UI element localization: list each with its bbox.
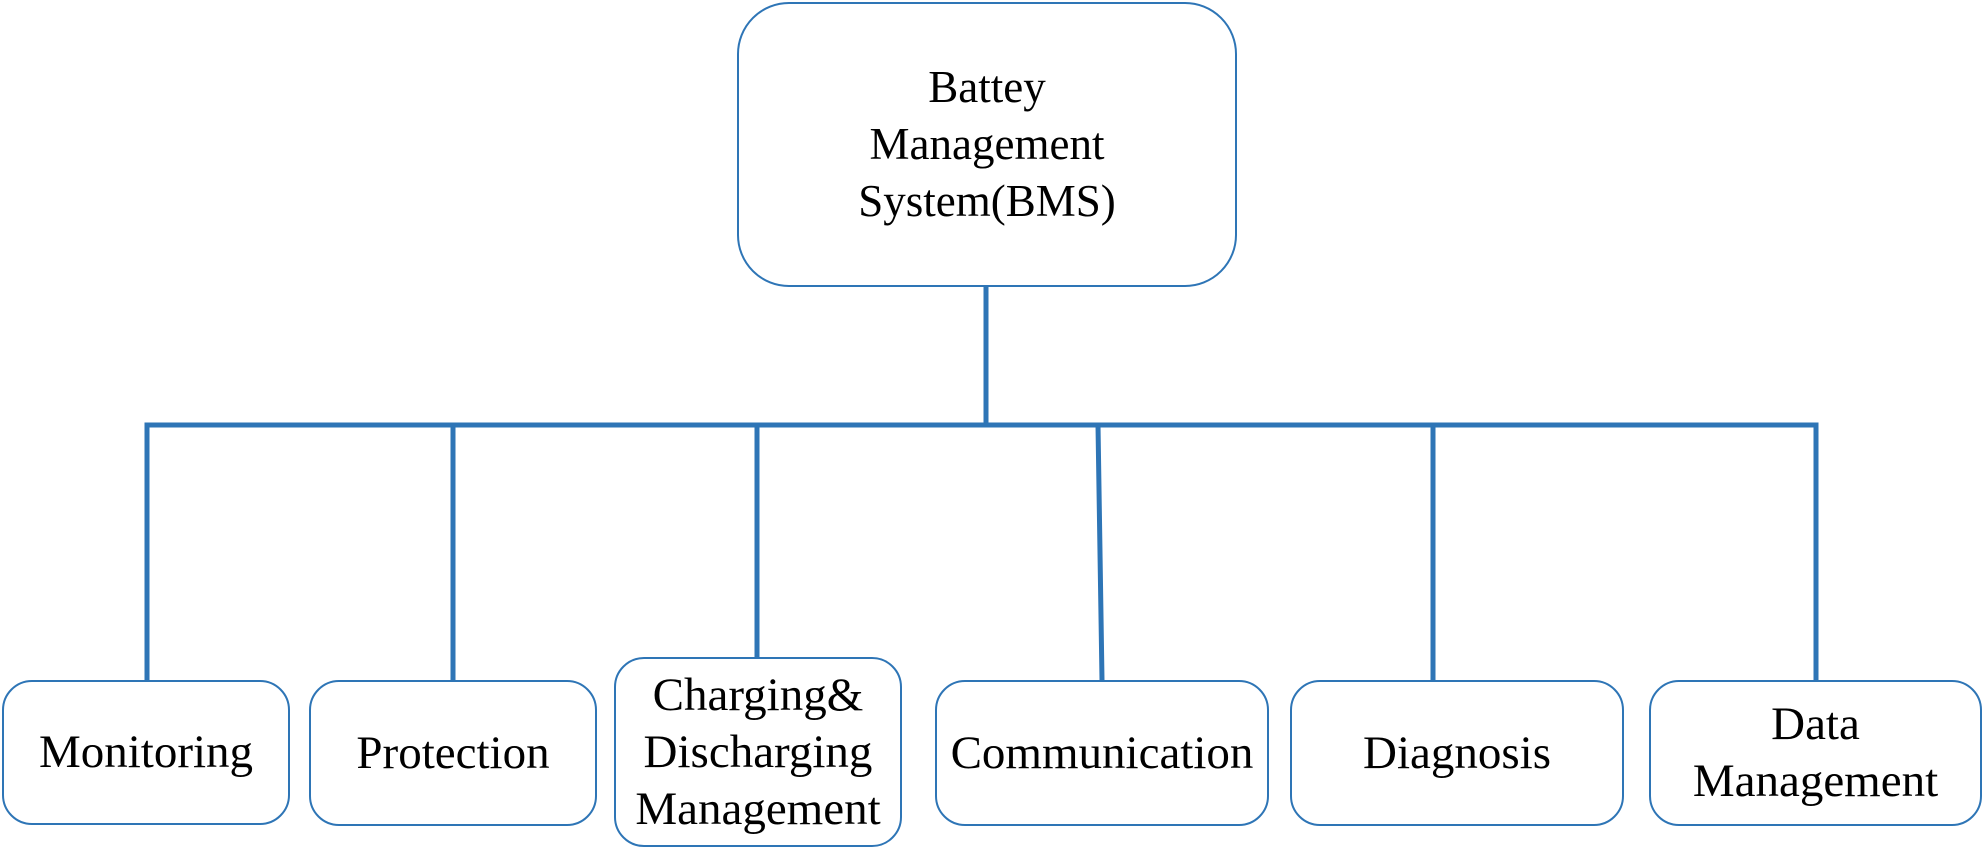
branch-line-communication [1095,422,1105,683]
child-node-communication: Communication [935,680,1269,826]
child-node-label: Communication [950,726,1254,779]
child-node-label: Monitoring [38,726,254,778]
child-node-charging-discharging: Charging& Discharging Management [614,657,902,847]
child-node-diagnosis: Diagnosis [1290,680,1624,826]
child-node-data-management: Data Management [1649,680,1982,826]
child-node-label: Diagnosis [1363,726,1551,779]
child-node-label: Charging& Discharging Management [635,668,881,835]
root-node-label: Battey Management System(BMS) [858,62,1116,226]
root-node-bms: Battey Management System(BMS) [737,2,1237,287]
child-node-monitoring: Monitoring [2,680,290,825]
child-node-label: Protection [356,726,550,779]
child-node-label: Data Management [1692,698,1939,807]
child-node-protection: Protection [309,680,597,826]
